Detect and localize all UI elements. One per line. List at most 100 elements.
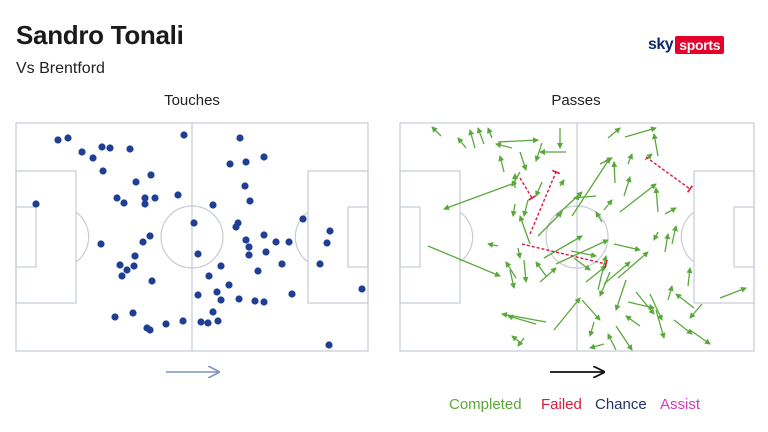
completed-pass-line [510,203,517,217]
completed-pass-line [603,199,613,211]
completed-pass-line [543,235,583,259]
touch-dot [194,250,202,258]
touch-dot [98,143,106,151]
touch-dot [190,219,198,227]
completed-pass-line [522,259,529,283]
failed-pass-end-bar [528,195,536,201]
touch-dots [32,131,366,349]
touches-left-penalty-box [15,170,77,304]
completed-pass-line [651,133,659,157]
completed-pass-line [505,261,517,279]
touch-dot [147,171,155,179]
completed-pass-line [588,321,595,337]
completed-pass-line [627,153,633,165]
sky-sports-logo: sky sports [648,35,725,55]
touch-dot [316,260,324,268]
touch-dot [217,262,225,270]
touch-dot [111,313,119,321]
passes-left-six-yard-box [399,206,421,268]
completed-pass-line [653,187,660,213]
completed-pass-line [570,250,597,258]
touch-dot [232,223,240,231]
touch-dot [141,194,149,202]
completed-pass-line [487,242,499,248]
touch-dot [106,144,114,152]
touches-right-six-yard-box [347,206,369,268]
touches-right-penalty-box [307,170,369,304]
completed-pass-line [535,181,543,197]
touches-pitch [15,122,369,352]
legend-chance: Chance [595,396,647,413]
completed-pass-line [535,261,547,277]
completed-pass-line [427,245,501,277]
touch-dot [251,297,259,305]
touch-dot [113,194,121,202]
pass-lines [427,126,747,351]
touch-dot [213,288,221,296]
completed-pass-line [667,285,674,301]
completed-pass-line [495,142,513,149]
touch-dot [226,160,234,168]
touch-dot [116,261,124,269]
touch-dot [323,239,331,247]
touch-dot [245,251,253,259]
completed-pass-line [498,155,505,173]
completed-pass-line [624,126,657,138]
touch-dot [120,199,128,207]
touch-dot [131,252,139,260]
touch-dot [272,238,280,246]
completed-pass-line [457,137,467,149]
completed-pass-line [689,329,711,345]
touches-label: Touches [164,92,220,109]
touch-dot [209,201,217,209]
touch-dot [141,200,149,208]
completed-pass-line [443,183,513,211]
completed-pass-line [518,215,531,245]
passes-right-arc [680,211,695,263]
touch-dot [214,317,222,325]
completed-pass-line [431,126,442,137]
touch-dot [260,298,268,306]
completed-pass-line [497,137,539,144]
failed-pass-line [521,243,607,265]
touch-dot [123,266,131,274]
touch-dot [260,231,268,239]
failed-pass-end-bar [687,185,693,193]
completed-pass-line [599,271,611,297]
touch-dot [179,317,187,325]
completed-pass-line [581,299,601,321]
completed-pass-line [649,293,663,321]
completed-pass-line [607,333,617,351]
completed-pass-line [607,127,621,139]
legend-failed: Failed [541,396,582,413]
completed-pass-line [615,325,633,351]
failed-pass-end-bar [552,169,560,175]
completed-pass-line [573,257,591,271]
touch-dot [126,145,134,153]
completed-pass-line [519,151,528,171]
failed-pass-end-bar [604,259,608,269]
touch-dot [118,272,126,280]
completed-pass-line [611,161,618,184]
touch-dot [143,324,151,332]
completed-pass-line [664,233,671,253]
touches-centre-circle [160,205,224,269]
touch-dot [130,262,138,270]
touch-dot [54,136,62,144]
touch-dot [151,194,159,202]
completed-pass-line [537,211,563,237]
touch-dot [242,236,250,244]
completed-pass-line [487,127,493,139]
touch-dot [242,158,250,166]
completed-pass-line [539,267,557,283]
touch-dot [64,134,72,142]
touch-dot [225,281,233,289]
touches-left-six-yard-box [15,206,37,268]
completed-pass-line [619,183,657,213]
completed-pass-line [517,337,525,347]
completed-pass-line [516,247,522,259]
completed-pass-line [507,314,537,325]
player-name-title: Sandro Tonali [16,20,184,50]
touch-dot [204,319,212,327]
